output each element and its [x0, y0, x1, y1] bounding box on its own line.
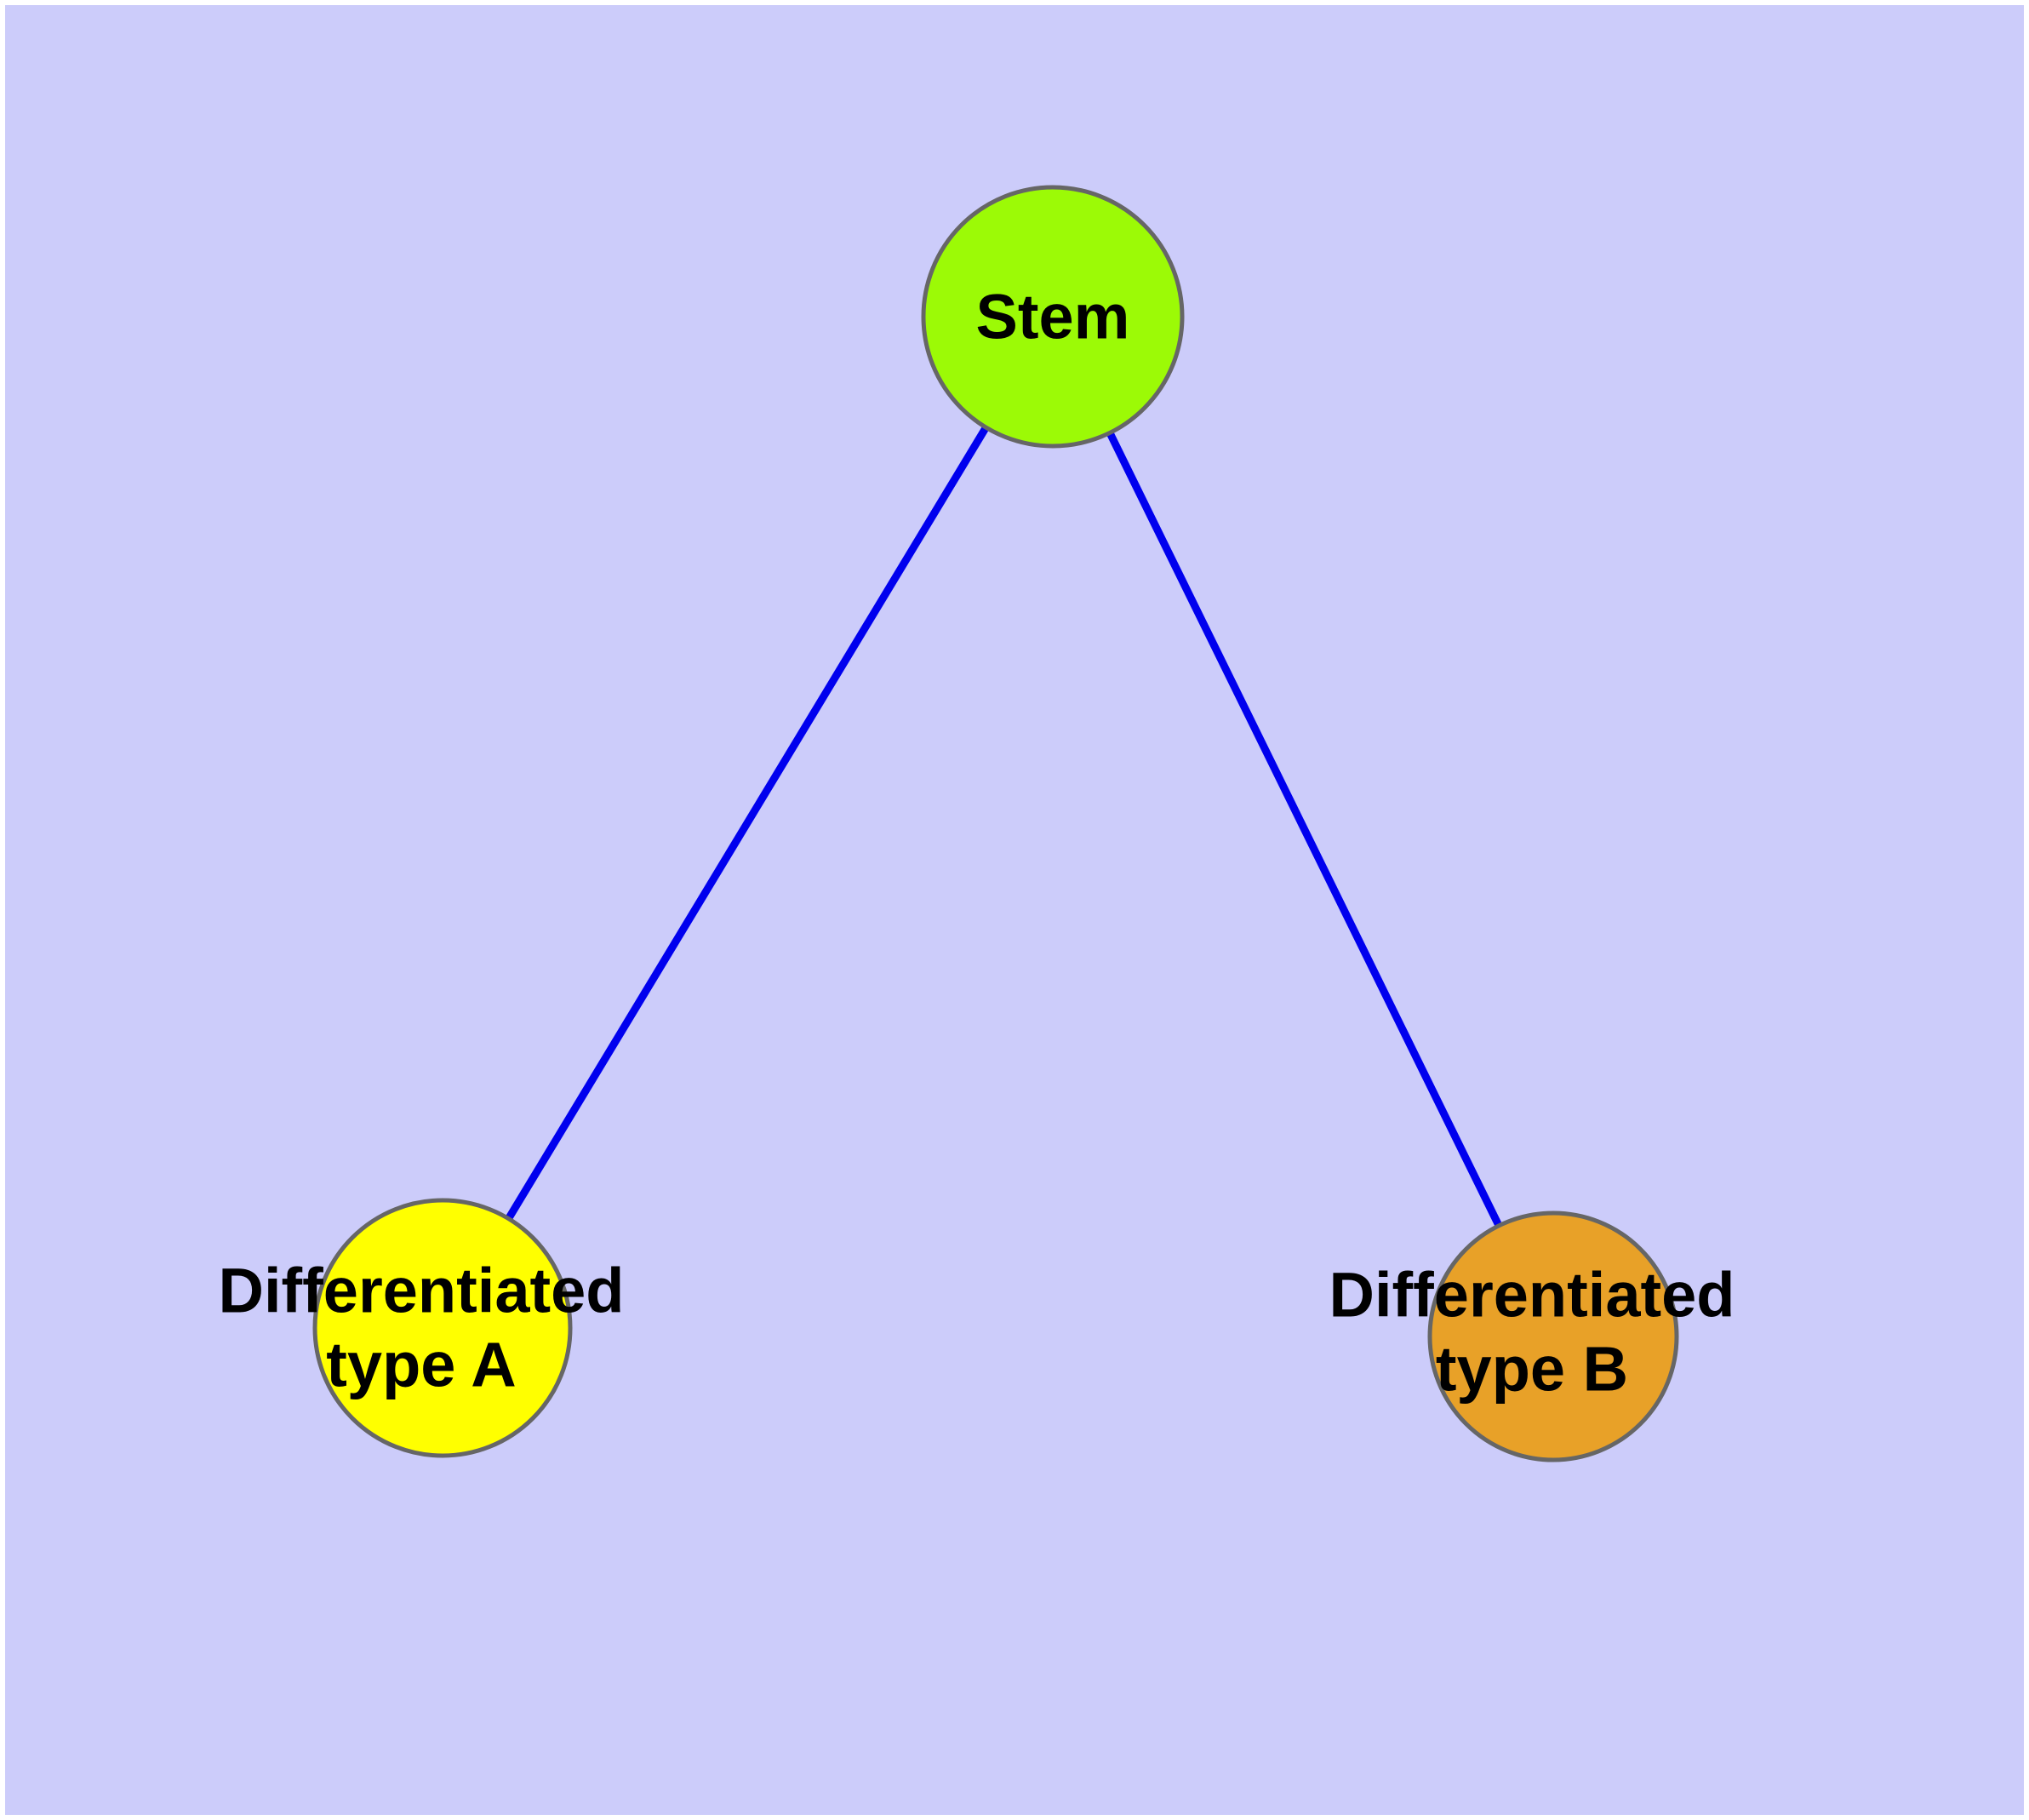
edge-stem-diff-a — [439, 314, 1056, 1331]
graph-node-diff_a[interactable] — [312, 1198, 573, 1458]
nodes-layer — [312, 185, 1679, 1462]
edge-stem-diff-b — [1049, 315, 1557, 1338]
graph-node-diff_b[interactable] — [1427, 1210, 1679, 1462]
graph-node-stem[interactable] — [921, 185, 1185, 449]
edges-layer — [439, 314, 1557, 1338]
